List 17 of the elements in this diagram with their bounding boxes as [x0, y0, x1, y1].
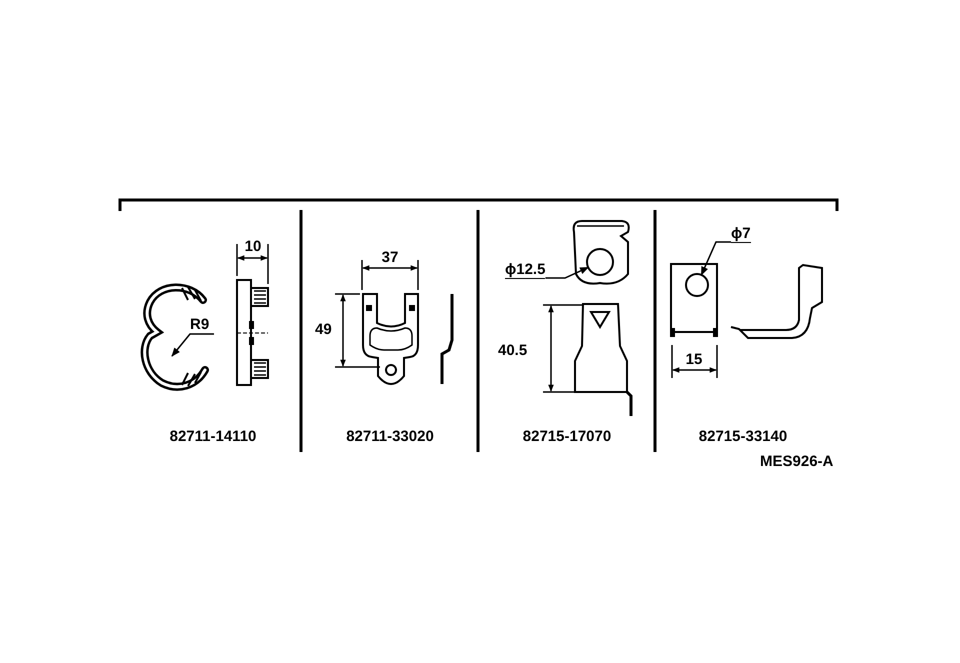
dimension-label: 10: [244, 239, 262, 255]
dimension-label: 49: [315, 322, 332, 338]
part-number: 82711-33020: [346, 429, 434, 445]
leader-line: [545, 266, 590, 279]
diameter-label: ϕ7: [731, 226, 751, 243]
part-number: 82711-14110: [170, 429, 256, 445]
figure-code: MES926-A: [760, 454, 834, 470]
part-number: 82715-17070: [522, 429, 612, 445]
dimension-label: R9: [190, 317, 210, 333]
hole-circle: [685, 273, 709, 297]
leader-line: [700, 241, 731, 276]
dimension-label: 15: [686, 352, 702, 368]
part-number: 82715-33140: [698, 429, 788, 445]
dimension-label: 37: [382, 250, 398, 266]
hole-circle: [586, 248, 614, 276]
dimension-label: 40.5: [498, 343, 528, 359]
diameter-label: ϕ12.5: [505, 262, 546, 279]
